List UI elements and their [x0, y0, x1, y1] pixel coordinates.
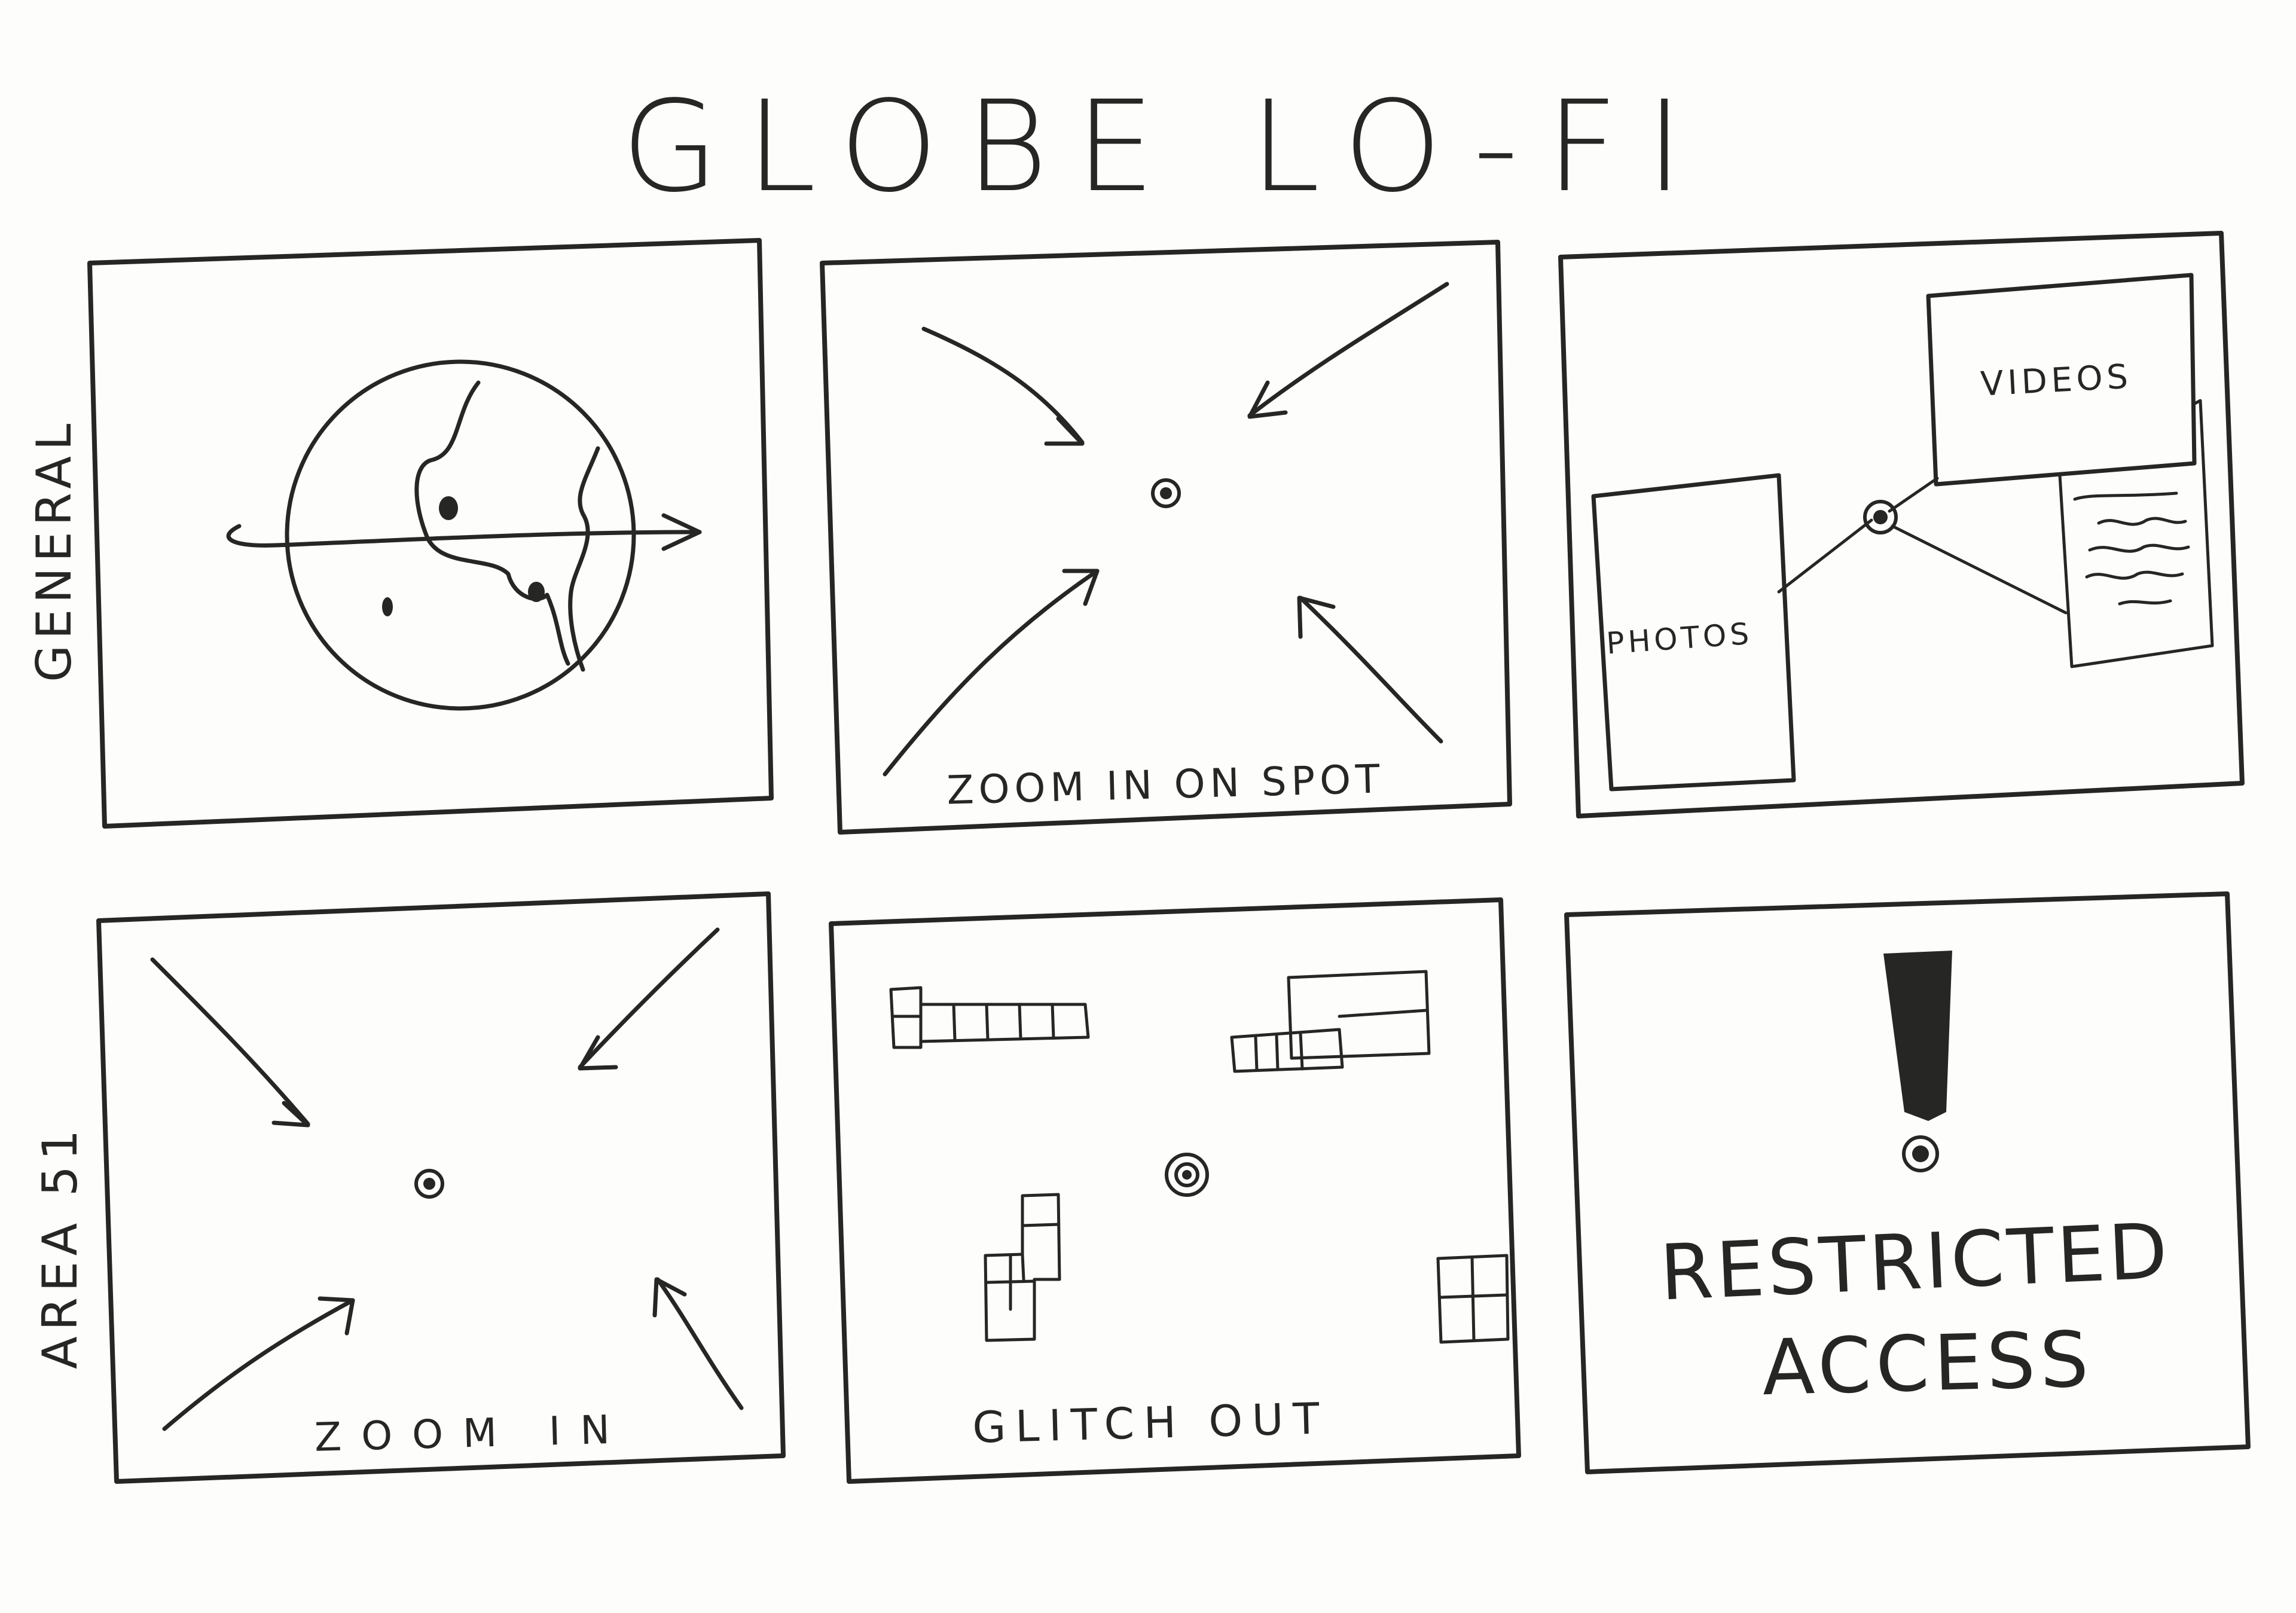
panel-frame [820, 240, 1512, 835]
panel-caption: ZOOM IN [314, 1406, 630, 1461]
restricted-line-2: ACCESS [1761, 1315, 2094, 1413]
target-spot-icon [1165, 1153, 1209, 1197]
panel-restricted: RESTRICTED ACCESS [1564, 891, 2251, 1474]
panel-glitch: GLITCH OUT [829, 897, 1521, 1484]
target-spot-icon [1151, 478, 1181, 508]
videos-card: VIDEOS [1926, 273, 2197, 487]
panel-caption: GLITCH OUT [972, 1393, 1329, 1453]
row-label-area51: AREA 51 [32, 1124, 88, 1369]
photos-card: PHOTOS [1591, 473, 1796, 792]
restricted-line-1: RESTRICTED [1658, 1206, 2172, 1318]
panel-media: VIDEOS PHOTOS [1558, 231, 2245, 818]
exclamation-icon [1883, 951, 1952, 1172]
globe-icon [226, 359, 702, 711]
panel-frame [1564, 891, 2251, 1474]
hub-spot-icon [1863, 500, 1898, 534]
videos-label: VIDEOS [1980, 357, 2133, 404]
page-title: GLOBE LO-FI [621, 74, 1711, 220]
panel-frame [87, 238, 774, 829]
panel-caption: ZOOM IN ON SPOT [947, 756, 1385, 813]
row-label-general: GENERAL [26, 418, 82, 682]
panel-general-globe [87, 238, 774, 829]
zoom-arrows [883, 282, 1449, 777]
photos-label: PHOTOS [1605, 616, 1754, 661]
target-spot-icon [414, 1169, 444, 1199]
panel-frame [1558, 231, 2245, 818]
zoom-arrows [150, 927, 744, 1431]
panel-frame [829, 897, 1521, 1484]
panel-frame [96, 891, 786, 1484]
glitch-blocks [889, 970, 1510, 1344]
panel-area51-zoom: ZOOM IN [96, 891, 786, 1484]
panel-zoom-spot: ZOOM IN ON SPOT [820, 240, 1512, 835]
